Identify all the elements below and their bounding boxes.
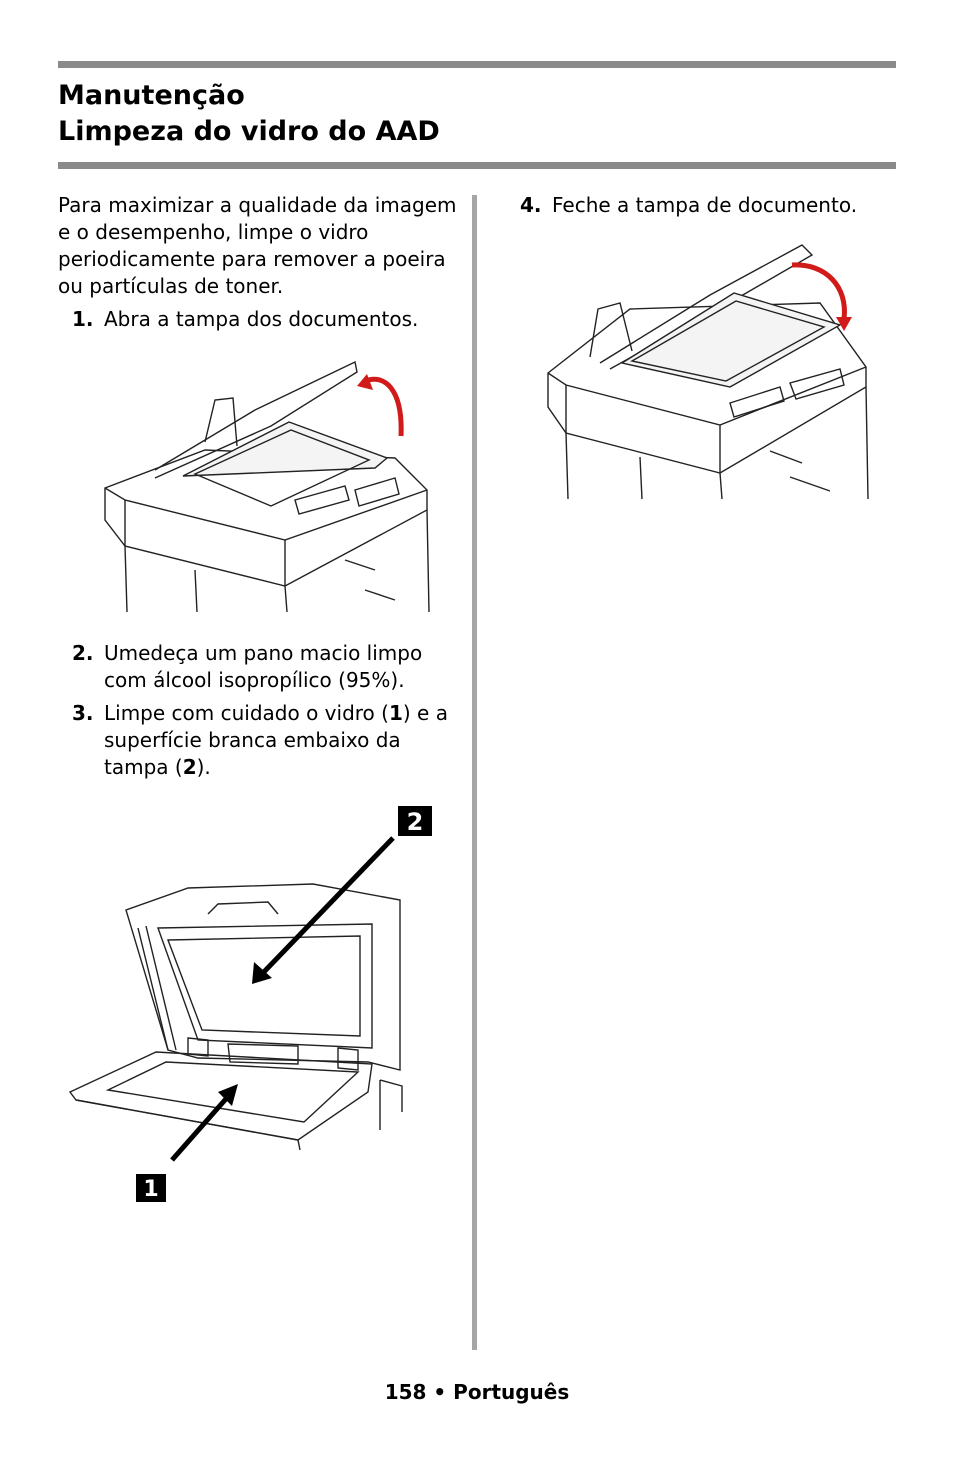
step-number: 2. [72, 641, 94, 665]
step-text: Abra a tampa dos documentos. [104, 307, 419, 331]
printer-close-lid-illustration [547, 244, 869, 499]
step-text: Feche a tampa de documento. [552, 193, 858, 217]
printer-open-lid-illustration [104, 360, 430, 612]
intro-paragraph: Para maximizar a qualidade da imagem e o… [58, 193, 457, 298]
callout-2-badge [398, 806, 432, 836]
header-rule-bottom [58, 162, 896, 169]
step-text: Limpe com cuidado o vidro (1) e a superf… [104, 701, 448, 779]
section-title: Limpeza do vidro do AAD [58, 116, 440, 147]
callout-1-label: 1 [143, 1177, 158, 1202]
header-rule-top [58, 61, 896, 68]
callout-2-label: 2 [407, 808, 424, 836]
step-number: 3. [72, 701, 94, 725]
step-number: 1. [72, 307, 94, 331]
page-footer: 158 • Português [384, 1380, 570, 1404]
page-title: Manutenção [58, 80, 245, 111]
step-text: Umedeça um pano macio limpo com álcool i… [104, 641, 423, 692]
glass-and-lid-illustration: 2 1 [68, 806, 432, 1202]
callout-1-badge [136, 1174, 166, 1202]
step-number: 4. [520, 193, 542, 217]
column-divider [472, 195, 477, 1350]
